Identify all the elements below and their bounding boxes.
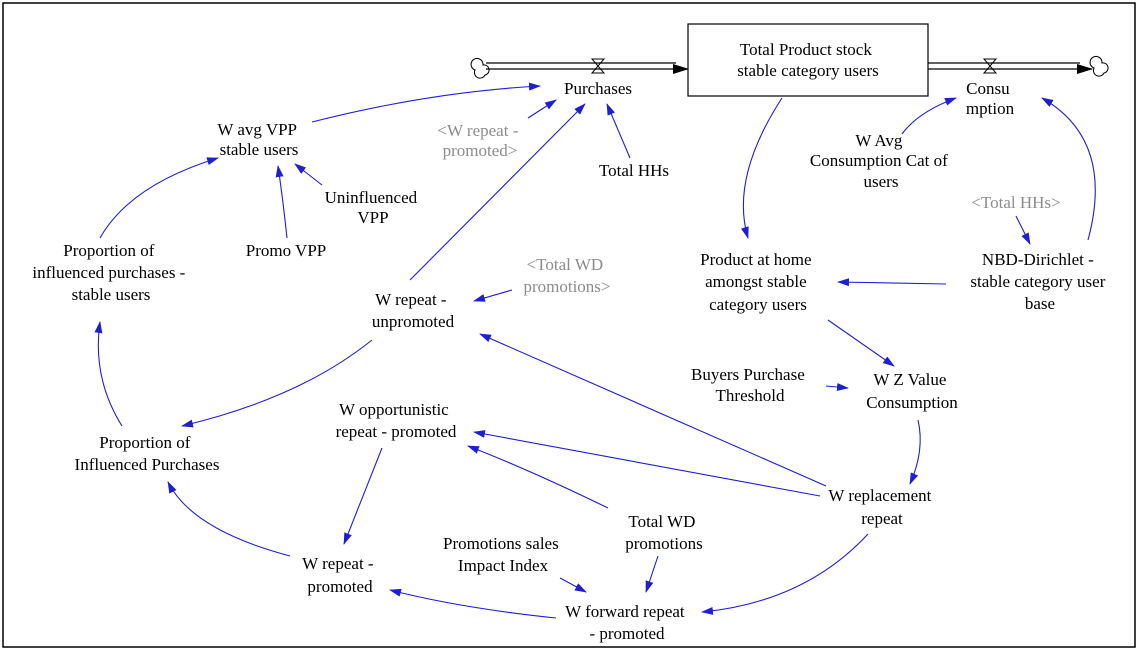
var-promotions-sales-index: Promotions sales Impact Index bbox=[443, 534, 563, 575]
var-total-hhs: Total HHs bbox=[599, 161, 669, 180]
var-nbd-dirichlet: NBD-Dirichlet - stable category user bas… bbox=[970, 250, 1109, 313]
link-totalwd-opportunistic bbox=[467, 445, 609, 509]
link-promoindex-forward bbox=[559, 577, 587, 593]
link-opportunistic-repeatpromoted bbox=[343, 447, 383, 545]
var-total-wd-promotions: Total WD promotions bbox=[625, 512, 702, 553]
shadow-total-hhs: <Total HHs> bbox=[971, 193, 1060, 212]
sink-cloud-icon bbox=[1089, 55, 1109, 77]
link-repeatunpromoted-proportion bbox=[181, 339, 373, 428]
source-cloud-icon bbox=[470, 57, 490, 79]
var-promo-vpp: Promo VPP bbox=[246, 241, 326, 260]
var-w-forward-repeat: W forward repeat - promoted bbox=[565, 602, 689, 643]
link-nbd-productathome bbox=[837, 278, 947, 287]
var-buyers-purchase-threshold: Buyers Purchase Threshold bbox=[691, 365, 809, 405]
var-w-replacement: W replacement repeat bbox=[828, 486, 935, 528]
var-product-at-home: Product at home amongst stable category … bbox=[700, 250, 816, 314]
link-shadowwd-repeatunpromoted bbox=[473, 289, 513, 302]
var-w-z-value: W Z Value Consumption bbox=[866, 370, 958, 412]
link-wavgcons-consumption bbox=[901, 97, 957, 135]
link-uninfluenced-wavgvpp bbox=[294, 163, 323, 186]
stock-box bbox=[687, 23, 929, 97]
var-w-avg-vpp: W avg VPP stable users bbox=[217, 120, 300, 159]
outflow-pipe bbox=[928, 55, 1109, 77]
link-replacement-repeatunpromoted bbox=[479, 333, 827, 487]
var-uninfluenced-vpp: Uninfluenced VPP bbox=[325, 188, 422, 227]
link-promovpp-wavgvpp bbox=[275, 165, 288, 239]
flow-consumption: Consu mption bbox=[966, 79, 1015, 118]
link-stock-productathome bbox=[741, 97, 783, 239]
link-proportion-proportionstable bbox=[94, 321, 123, 427]
link-forward-repeatpromoted bbox=[389, 588, 557, 619]
var-w-avg-consumption: W Avg Consumption Cat of users bbox=[810, 131, 952, 191]
link-repeatunpromoted-purchases bbox=[409, 103, 586, 281]
purchases-valve-icon bbox=[590, 58, 606, 74]
causal-links bbox=[94, 82, 1096, 619]
link-totalhhs-purchases bbox=[606, 103, 631, 159]
var-proportion-influenced: Proportion of Influenced Purchases bbox=[75, 433, 220, 474]
link-totalwd-forward bbox=[645, 555, 659, 593]
link-threshold-wz bbox=[825, 383, 849, 391]
inflow-pipe bbox=[470, 57, 689, 79]
stock-total-product: Total Product stock stable category user… bbox=[737, 40, 879, 80]
consumption-valve-icon bbox=[982, 58, 998, 74]
link-shadowhhs-nbd bbox=[1015, 215, 1031, 245]
shadow-w-repeat-promoted: <W repeat - promoted> bbox=[437, 121, 522, 160]
var-proportion-influenced-stable: Proportion of influenced purchases - sta… bbox=[32, 241, 189, 304]
link-proportionstable-wavgvpp bbox=[99, 157, 219, 239]
link-replacement-forward bbox=[701, 533, 869, 615]
link-wz-replacement bbox=[909, 419, 921, 485]
shadow-total-wd-promotions: <Total WD promotions> bbox=[523, 255, 610, 296]
link-shadowrepeat-purchases bbox=[527, 99, 557, 119]
link-wavgvpp-purchases bbox=[311, 82, 541, 123]
var-w-opportunistic: W opportunistic repeat - promoted bbox=[336, 400, 457, 441]
nodes: Total Product stock stable category user… bbox=[32, 40, 1109, 643]
flow-purchases: Purchases bbox=[564, 79, 632, 98]
link-nbd-consumption bbox=[1041, 97, 1096, 241]
var-w-repeat-unpromoted: W repeat - unpromoted bbox=[372, 290, 455, 331]
link-replacement-opportunistic bbox=[473, 430, 821, 497]
link-productathome-wz bbox=[827, 319, 895, 367]
var-w-repeat-promoted: W repeat - promoted bbox=[302, 554, 378, 596]
link-repeatpromoted-proportion bbox=[167, 481, 291, 557]
